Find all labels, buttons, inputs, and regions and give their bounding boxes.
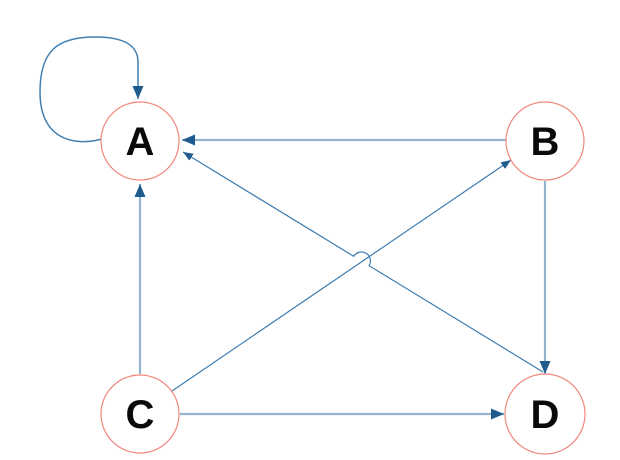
node-label-D: D (531, 393, 560, 437)
node-circle-C (100, 374, 180, 454)
node-A: A (100, 101, 180, 181)
node-circle-B (505, 101, 585, 181)
node-circle-A (100, 101, 180, 181)
edge-C-B (171, 159, 512, 392)
edge-A-A (39, 36, 144, 143)
node-B: B (505, 101, 585, 181)
edge-D-A (182, 151, 544, 373)
node-D: D (504, 373, 586, 455)
node-label-C: C (126, 393, 155, 437)
node-label-B: B (531, 120, 560, 164)
node-label-A: A (126, 120, 155, 164)
node-circle-D (504, 373, 586, 455)
node-C: C (100, 374, 180, 454)
